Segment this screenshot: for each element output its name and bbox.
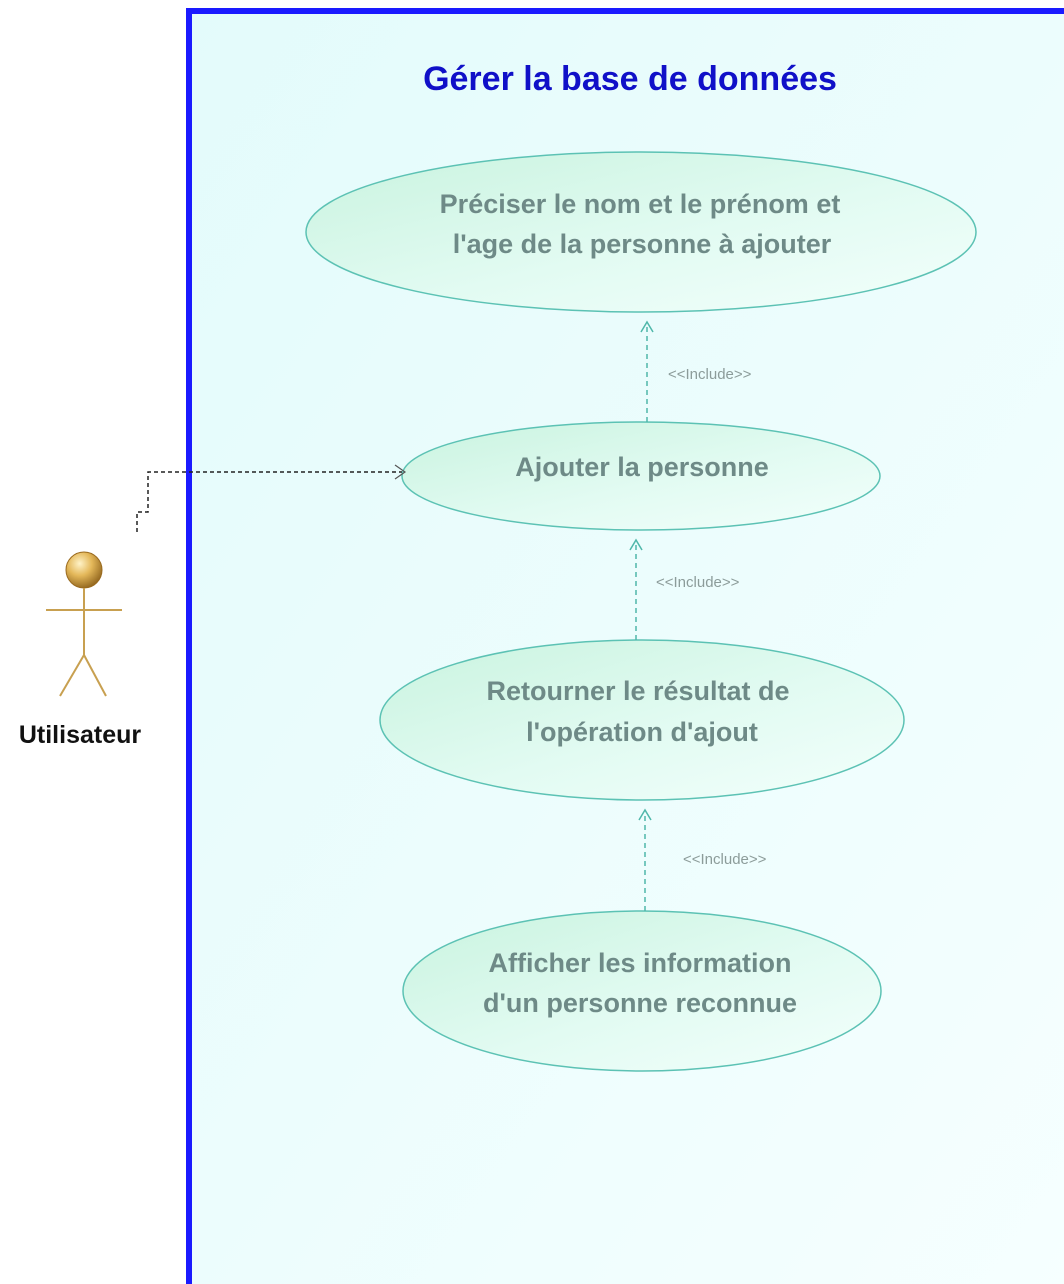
use-case-preciser-line-1: Préciser le nom et le prénom et — [440, 189, 841, 219]
use-case-ajouter-line-1: Ajouter la personne — [515, 452, 769, 482]
use-case-ajouter-ellipse — [401, 421, 881, 531]
use-case-retourner-line-1: Retourner le résultat de — [486, 676, 789, 706]
association-actor-ajouter[interactable] — [136, 464, 407, 532]
include-arrowhead — [640, 320, 654, 333]
use-case-afficher-line-2: d'un personne reconnue — [483, 988, 797, 1018]
include-afficher-retourner[interactable]: <<Include>> — [638, 808, 767, 911]
actor-name: Utilisateur — [19, 721, 142, 749]
use-case-afficher-line-1: Afficher les information — [488, 948, 791, 978]
association-line — [136, 471, 402, 532]
system-title: Gérer la base de données — [423, 60, 837, 98]
include-stereotype-label: <<Include>> — [668, 366, 752, 383]
include-retourner-ajouter[interactable]: <<Include>> — [629, 538, 740, 640]
include-arrowhead — [629, 538, 643, 551]
actor-utilisateur[interactable]: Utilisateur — [19, 551, 142, 749]
include-stereotype-label: <<Include>> — [656, 574, 740, 591]
use-case-ajouter[interactable]: Ajouter la personne — [401, 421, 881, 531]
include-ajouter-preciser[interactable]: <<Include>> — [640, 320, 752, 422]
include-arrowhead — [638, 808, 652, 821]
association-arrowhead — [394, 464, 407, 480]
include-stereotype-label: <<Include>> — [683, 851, 767, 868]
use-case-afficher-ellipse — [402, 910, 882, 1072]
use-case-retourner-ellipse — [379, 639, 905, 801]
stick-figure-actor-icon — [46, 551, 122, 697]
use-case-retourner-line-2: l'opération d'ajout — [526, 717, 758, 747]
use-case-afficher[interactable]: Afficher les information d'un personne r… — [402, 910, 882, 1072]
use-case-retourner[interactable]: Retourner le résultat de l'opération d'a… — [379, 639, 905, 801]
use-case-preciser-ellipse — [305, 151, 977, 313]
use-case-preciser[interactable]: Préciser le nom et le prénom et l'age de… — [305, 151, 977, 313]
use-case-preciser-line-2: l'age de la personne à ajouter — [453, 229, 832, 259]
